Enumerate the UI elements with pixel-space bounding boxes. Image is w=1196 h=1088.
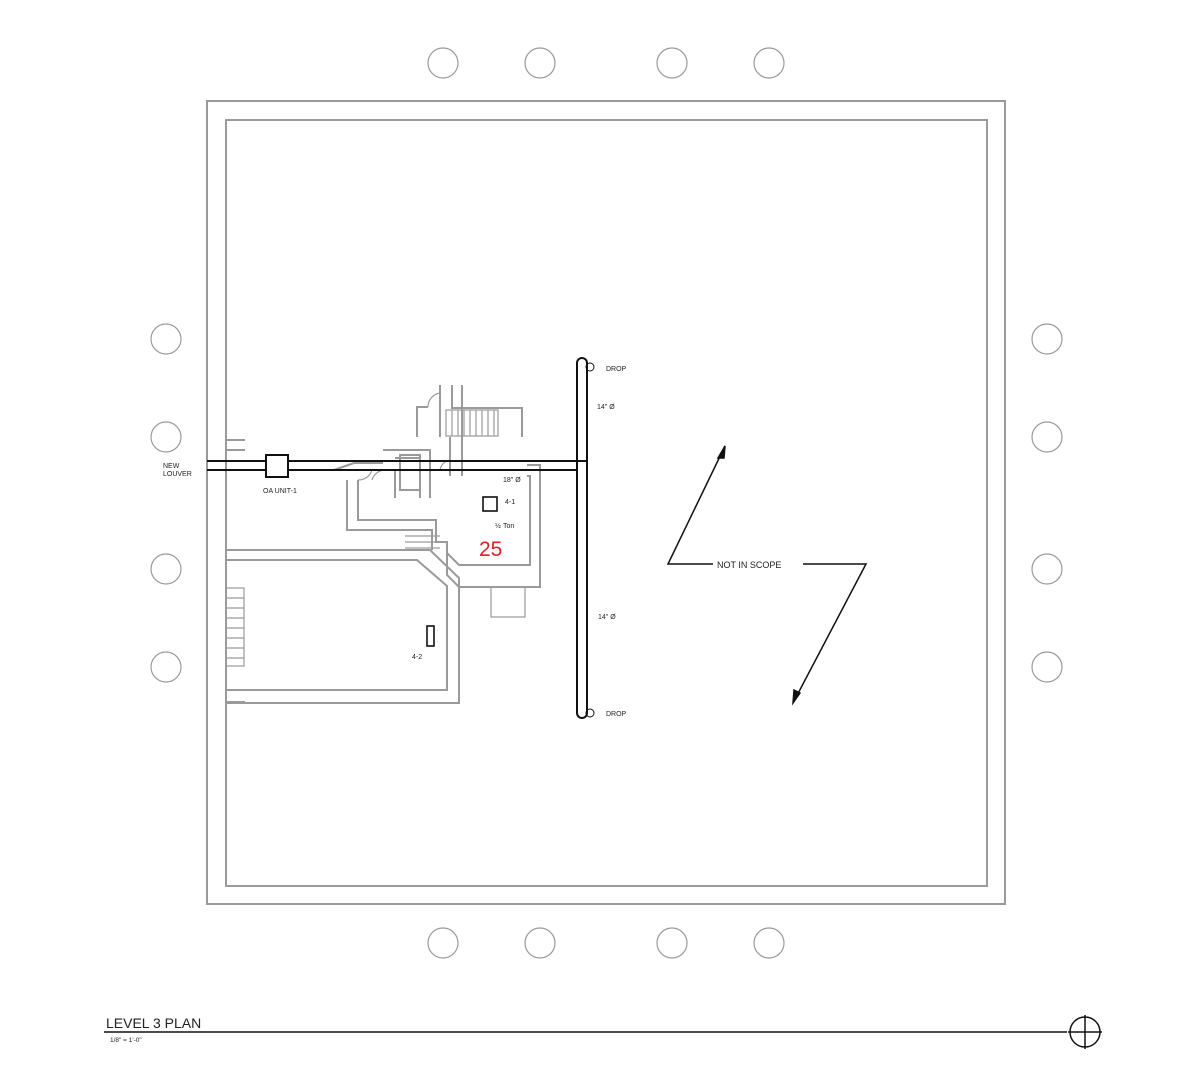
column-top-2 bbox=[524, 47, 556, 79]
roof-opening bbox=[490, 586, 526, 618]
column-bottom-1 bbox=[427, 927, 459, 959]
column-right-1 bbox=[1031, 323, 1063, 355]
column-right-3 bbox=[1031, 553, 1063, 585]
drawing-title: LEVEL 3 PLAN bbox=[106, 1015, 201, 1031]
drop-top-symbol bbox=[585, 362, 595, 372]
column-grid bbox=[150, 47, 1063, 959]
column-right-2 bbox=[1031, 421, 1063, 453]
column-left-1 bbox=[150, 323, 182, 355]
column-bottom-3 bbox=[656, 927, 688, 959]
new-louver-label-2: LOUVER bbox=[163, 471, 192, 478]
not-in-scope-breakline bbox=[666, 445, 868, 706]
column-bottom-4 bbox=[753, 927, 785, 959]
drawing-scale: 1/8" = 1'-0" bbox=[110, 1037, 142, 1044]
column-left-4 bbox=[150, 651, 182, 683]
column-left-2 bbox=[150, 421, 182, 453]
room-number-label: 25 bbox=[479, 538, 502, 561]
column-right-4 bbox=[1031, 651, 1063, 683]
column-top-4 bbox=[753, 47, 785, 79]
new-louver-label-1: NEW bbox=[163, 463, 180, 470]
tonnage-fraction: ½ bbox=[495, 522, 501, 530]
unit-4-1-symbol bbox=[482, 496, 498, 512]
duct-size-bottom-label: 14" Ø bbox=[598, 614, 616, 621]
oa-unit-label: OA UNIT-1 bbox=[263, 488, 297, 495]
column-bottom-2 bbox=[524, 927, 556, 959]
unit-4-2-symbol bbox=[426, 625, 435, 647]
not-in-scope-label: NOT IN SCOPE bbox=[717, 560, 781, 570]
stair-treads bbox=[225, 409, 499, 667]
column-left-3 bbox=[150, 553, 182, 585]
duct-size-18-label: 18" Ø bbox=[503, 477, 521, 484]
interior-walls bbox=[226, 385, 541, 704]
oa-unit-symbol bbox=[265, 454, 289, 478]
crosshair-circle-icon bbox=[1068, 1015, 1102, 1049]
drop-bottom-label: DROP bbox=[606, 711, 627, 718]
duct-size-top-label: 14" Ø bbox=[597, 404, 615, 411]
building-outline bbox=[206, 100, 1006, 905]
drop-bottom-symbol bbox=[585, 708, 595, 718]
drop-top-label: DROP bbox=[606, 366, 627, 373]
unit-4-1-label: 4-1 bbox=[505, 499, 515, 506]
column-top-1 bbox=[427, 47, 459, 79]
doors bbox=[357, 392, 451, 481]
column-top-3 bbox=[656, 47, 688, 79]
unit-4-2-label: 4-2 bbox=[412, 654, 422, 661]
tonnage-label: Ton bbox=[503, 523, 514, 530]
